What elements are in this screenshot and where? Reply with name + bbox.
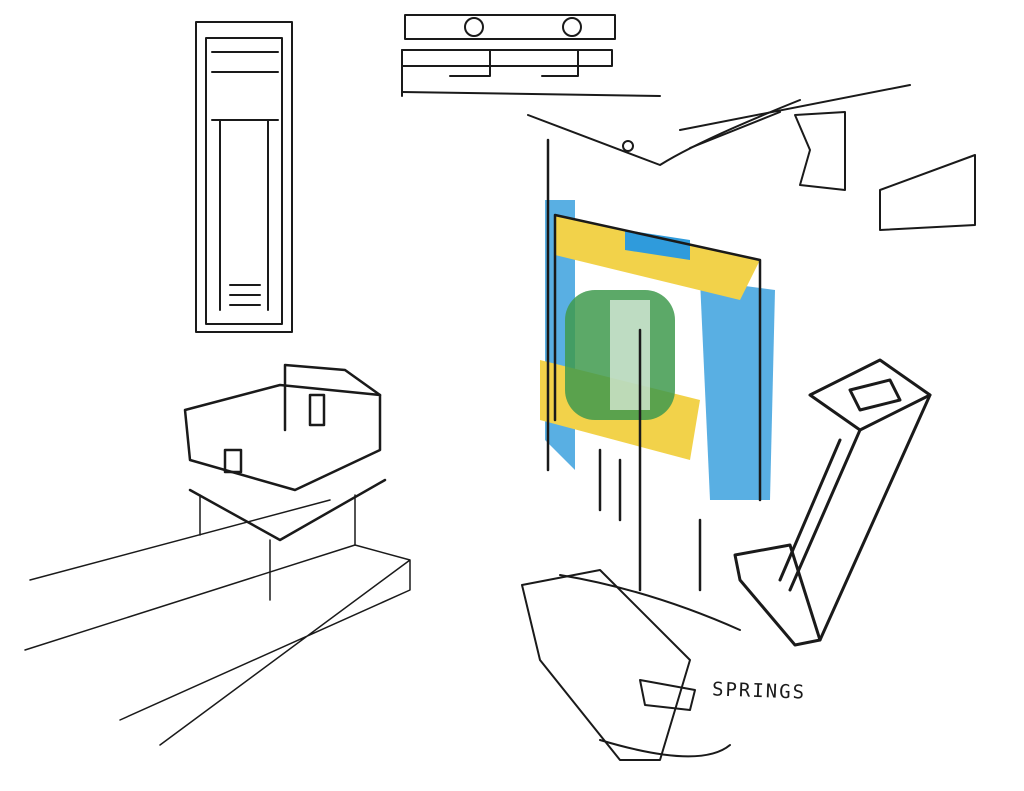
colored-assembly — [540, 138, 775, 592]
rail-sketch — [527, 84, 976, 231]
section-sketch — [401, 14, 661, 97]
springs-label: SPRINGS — [711, 678, 807, 704]
bracket-sketch — [733, 358, 932, 647]
carriage-sketch — [24, 363, 411, 746]
spring-block-sketch — [521, 569, 741, 761]
vertical-frame-sketch — [195, 21, 293, 333]
